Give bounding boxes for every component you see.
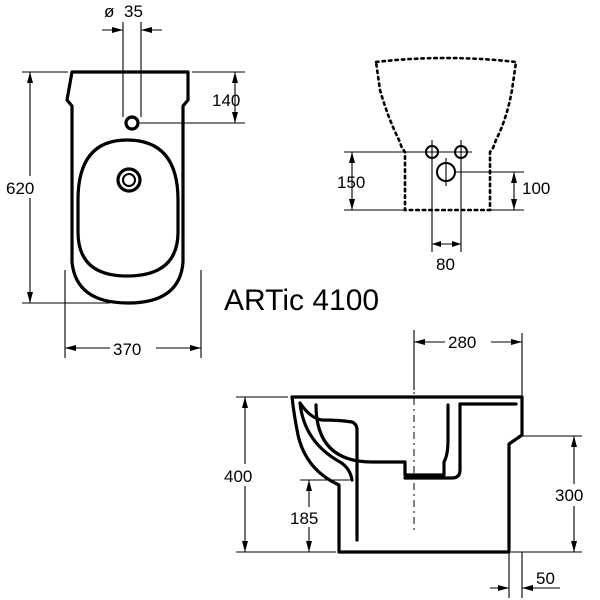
rear-offset-label: 50 <box>536 569 555 588</box>
side-depth-label: 280 <box>448 333 476 352</box>
drain-hole-inner <box>122 173 136 187</box>
hole-diameter-label: 35 <box>124 2 143 21</box>
product-title: ARTic 4100 <box>224 284 379 317</box>
tap-hole <box>124 115 140 131</box>
side-view-outline <box>290 395 524 554</box>
top-view-outline <box>65 70 190 305</box>
side-inlet-height-label: 185 <box>290 509 318 528</box>
rear-wall <box>403 402 462 480</box>
rear-outlet-height-label: 100 <box>522 179 550 198</box>
rear-view: 150 100 80 <box>337 56 550 274</box>
bowl-inner-profile <box>298 401 359 542</box>
top-view: ø 35 140 620 370 <box>4 2 245 359</box>
drain-hole-outer <box>116 167 142 193</box>
diameter-symbol: ø <box>104 2 114 21</box>
bowl-basin <box>314 403 450 477</box>
side-height-label: 400 <box>224 467 252 486</box>
hole-offset-label: 140 <box>212 91 240 110</box>
rear-inlet-height-label: 150 <box>337 173 365 192</box>
side-outlet-height-label: 300 <box>555 486 583 505</box>
bowl-rim <box>76 138 180 278</box>
rear-view-outline <box>374 56 518 212</box>
length-label: 620 <box>6 179 34 198</box>
rear-spacing-label: 80 <box>436 255 455 274</box>
side-view: 280 400 185 300 50 <box>222 330 596 598</box>
width-label: 370 <box>113 340 141 359</box>
